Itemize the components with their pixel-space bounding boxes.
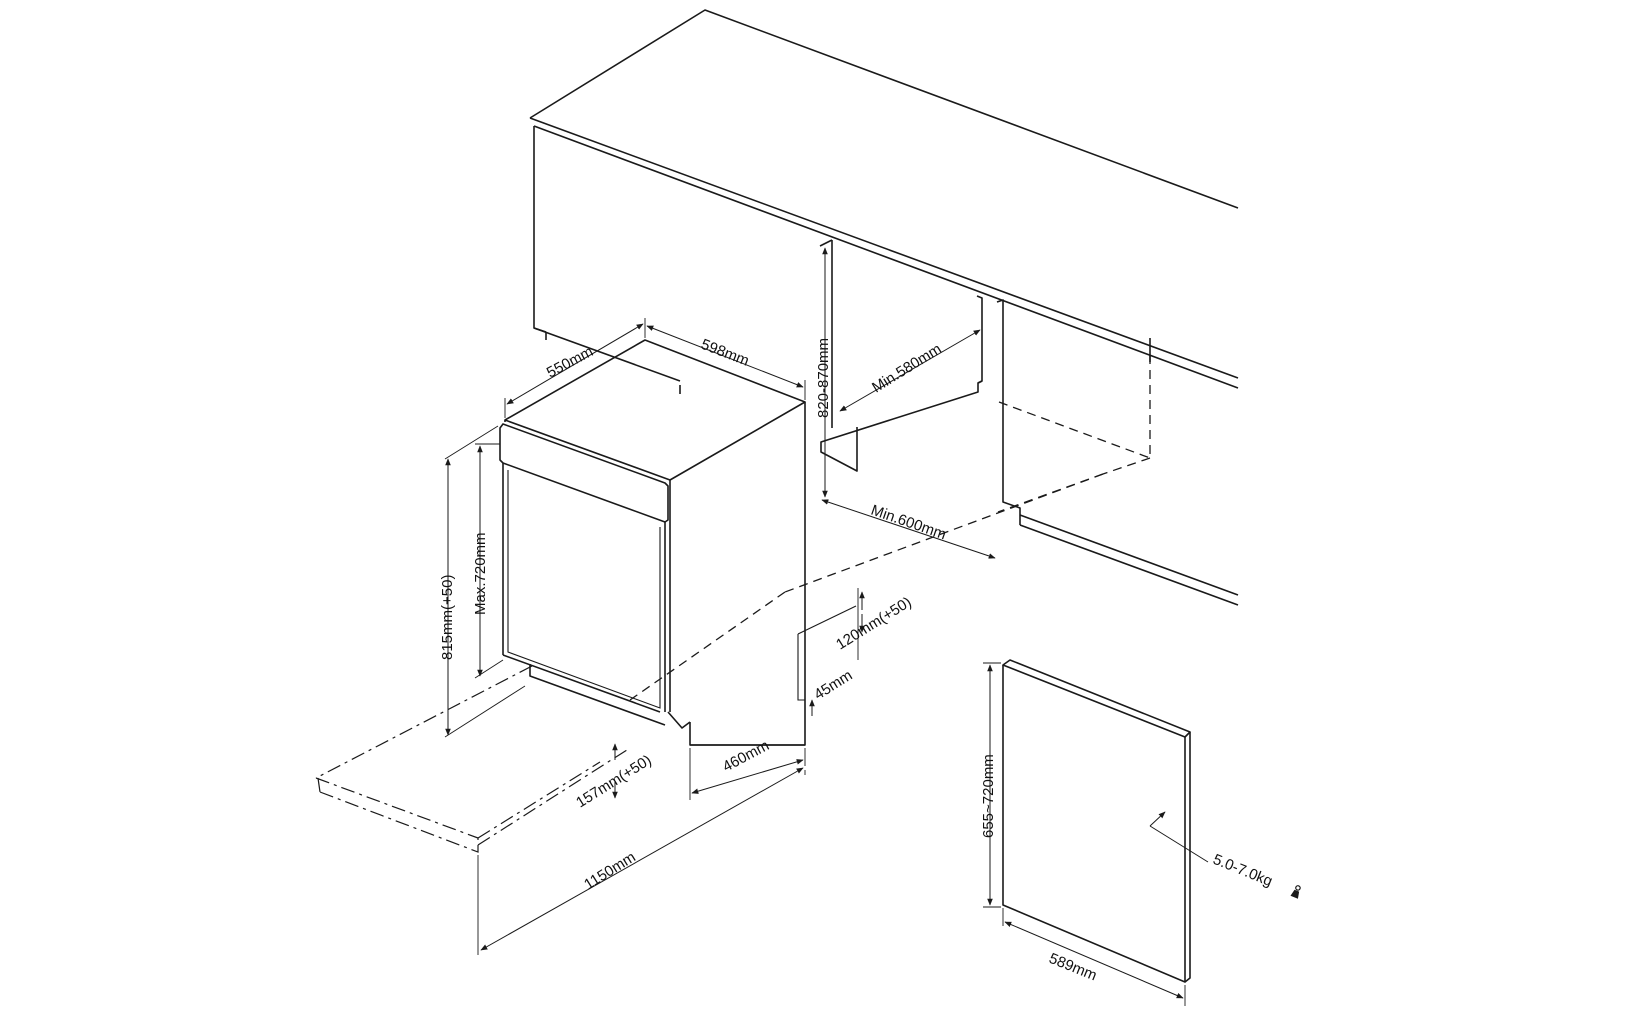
plinth-height-label: 120mm(+50) — [833, 594, 914, 654]
niche-floor — [690, 605, 857, 746]
dimension-cabinet-width: 598mm — [644, 318, 806, 400]
dimension-cabinet-depth: 550mm — [504, 323, 644, 418]
dishwasher-body — [499, 339, 806, 746]
kitchen-worktop — [529, 9, 1239, 389]
dimension-panel-width: 589mm — [1002, 908, 1186, 1006]
right-cabinet — [820, 295, 1239, 606]
dimension-base-depth: 460mm — [689, 737, 806, 800]
base-depth-label: 460mm — [720, 737, 772, 775]
panel-width-label: 589mm — [1047, 950, 1100, 985]
dimension-plinth-gap: 45mm — [809, 667, 855, 716]
dimension-panel-height: 655~720mm — [980, 662, 1001, 908]
plinth-gap-label: 45mm — [811, 667, 855, 704]
dimension-door-max-height: Max.720mm — [472, 443, 504, 679]
dimension-foot-height: 157mm(+50) — [573, 743, 655, 812]
door-swing-area — [315, 665, 631, 853]
total-height-label: 815mm(+50) — [439, 575, 456, 660]
dimension-niche-height: 820-870mm — [815, 247, 832, 498]
niche-height-label: 820-870mm — [815, 338, 832, 418]
dimension-total-height: 815mm(+50) — [439, 425, 526, 738]
weight-icon — [1290, 885, 1301, 899]
panel-weight-label: 5.0-7.0kg — [1211, 851, 1275, 890]
cabinet-depth-label: 550mm — [544, 343, 596, 381]
niche-depth-label: Min.580mm — [869, 340, 944, 396]
dimension-niche-width: Min.600mm — [821, 499, 996, 559]
dimension-plinth-height: 120mm(+50) — [833, 588, 915, 660]
door-panel — [1002, 659, 1191, 983]
door-max-height-label: Max.720mm — [472, 532, 489, 615]
panel-height-label: 655~720mm — [980, 754, 997, 838]
dimension-door-swing-depth: 1150mm — [477, 767, 806, 955]
door-swing-depth-label: 1150mm — [581, 849, 639, 894]
foot-height-label: 157mm(+50) — [573, 752, 654, 812]
niche-width-label: Min.600mm — [869, 502, 949, 544]
panel-weight-callout: 5.0-7.0kg — [1149, 811, 1301, 899]
left-cabinet — [533, 126, 833, 428]
